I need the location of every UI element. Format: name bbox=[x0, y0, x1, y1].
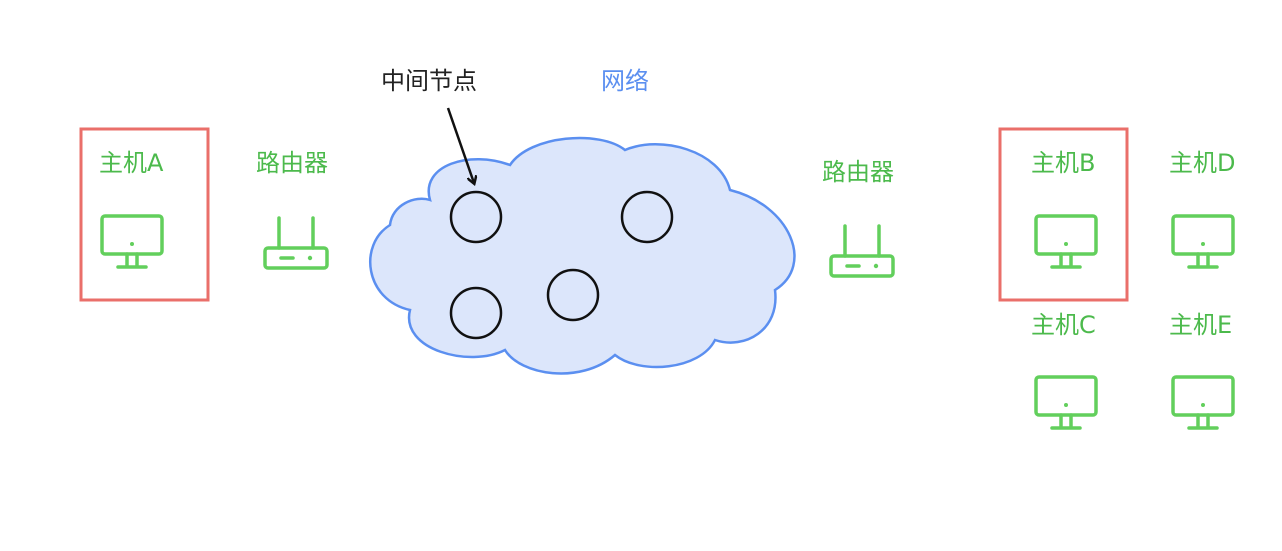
intermediate-node-label: 中间节点 bbox=[381, 67, 477, 95]
router-icon bbox=[263, 216, 329, 270]
router-icon bbox=[829, 224, 895, 278]
intermediate-node-arrow bbox=[446, 107, 474, 183]
host-a-highlight-box bbox=[79, 127, 210, 302]
node-circle-4 bbox=[449, 286, 503, 340]
monitor-icon bbox=[1171, 375, 1235, 430]
router-left-label: 路由器 bbox=[256, 149, 328, 177]
host-e-label: 主机E bbox=[1169, 311, 1232, 339]
monitor-icon bbox=[1034, 375, 1098, 430]
monitor-icon bbox=[100, 214, 164, 269]
monitor-icon bbox=[1171, 214, 1235, 269]
host-b-label: 主机B bbox=[1031, 149, 1095, 177]
node-circle-1 bbox=[449, 190, 503, 244]
monitor-icon bbox=[1034, 214, 1098, 269]
network-label: 网络 bbox=[601, 67, 649, 95]
host-b-highlight-box bbox=[998, 127, 1129, 302]
network-cloud bbox=[368, 136, 796, 375]
node-circle-2 bbox=[620, 190, 674, 244]
node-circle-3 bbox=[546, 268, 600, 322]
host-d-label: 主机D bbox=[1169, 149, 1235, 177]
host-c-label: 主机C bbox=[1031, 311, 1096, 339]
host-a-label: 主机A bbox=[99, 149, 164, 177]
router-right-label: 路由器 bbox=[822, 158, 894, 186]
